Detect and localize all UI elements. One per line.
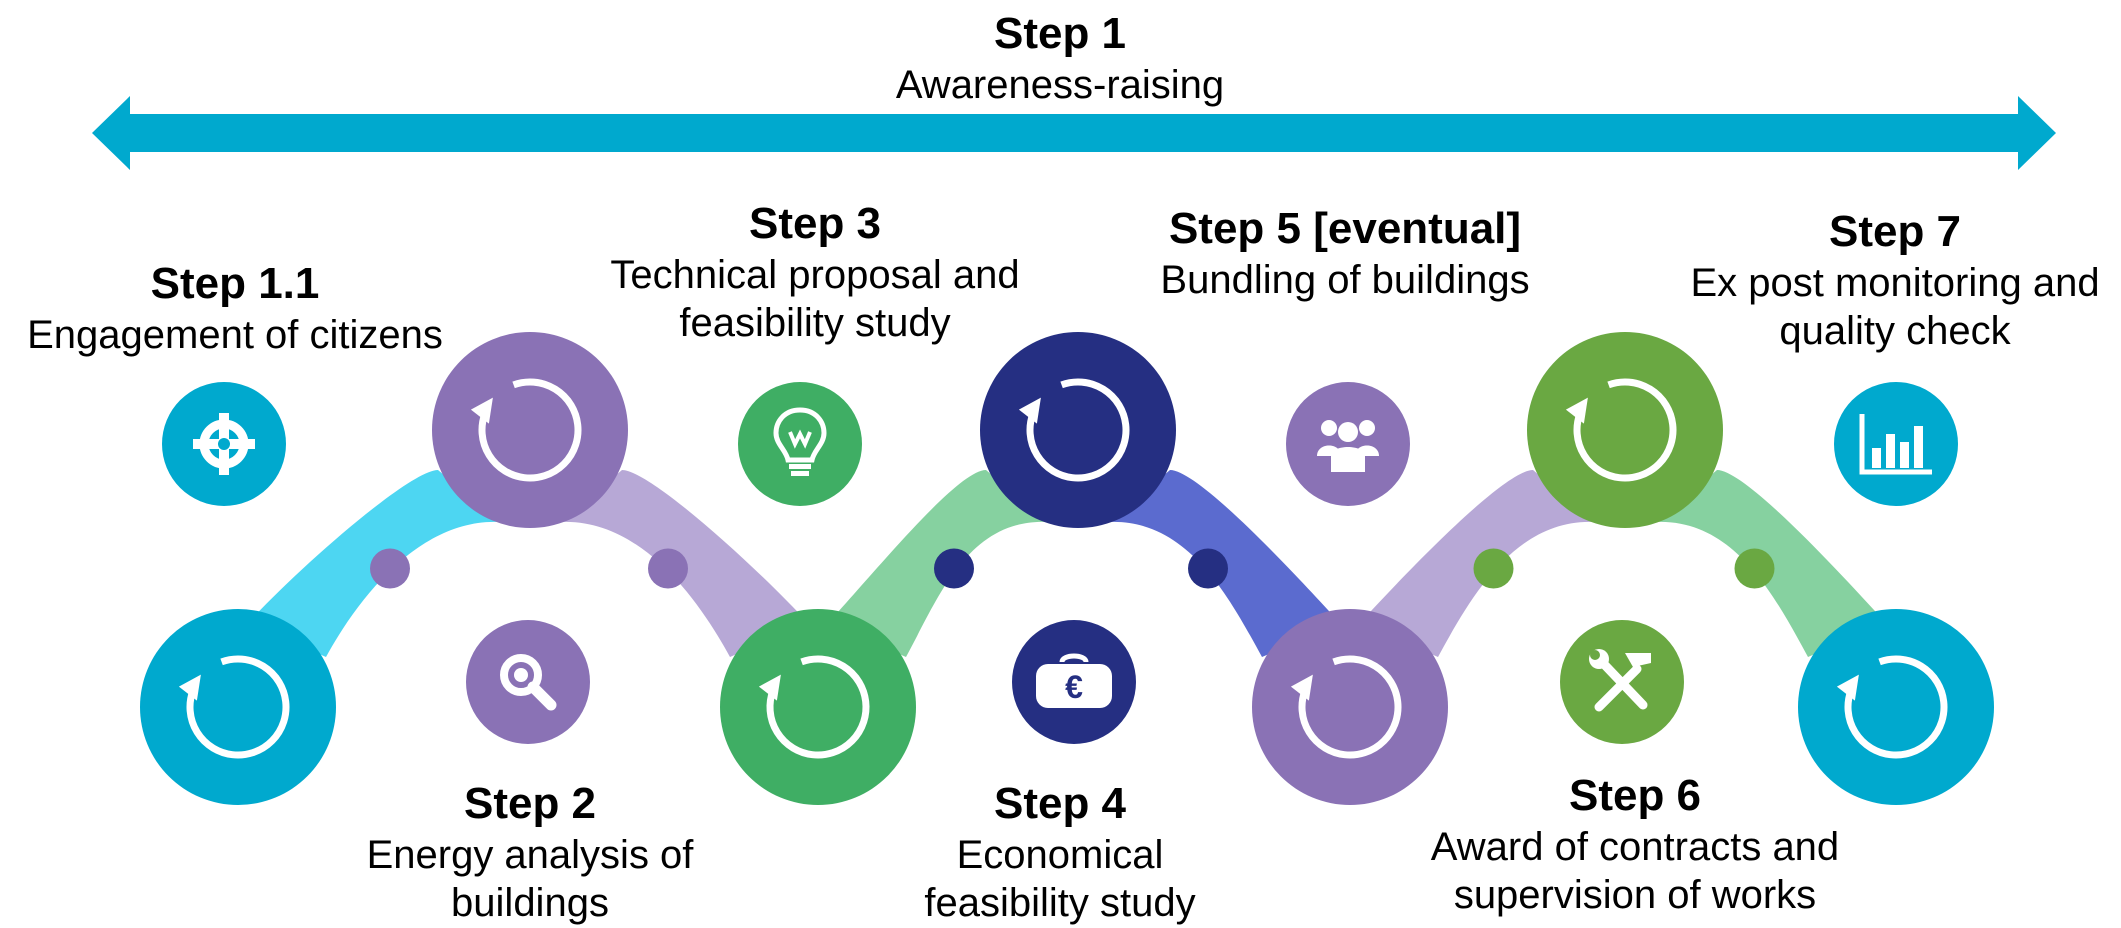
cycle-circle <box>140 609 336 805</box>
group-icon <box>1286 382 1410 506</box>
step-desc-line: feasibility study <box>679 300 951 345</box>
joint-dot <box>1188 548 1228 589</box>
cycle-node <box>140 609 336 805</box>
cycle-node <box>1527 332 1723 528</box>
magnifier-icon <box>466 620 590 744</box>
step-title: Step 6 <box>1568 771 1702 820</box>
cycle-node <box>1252 609 1448 805</box>
cycle-circle <box>432 332 628 528</box>
cycle-arrow-icon <box>186 655 290 759</box>
cycle-arrow-icon <box>1844 655 1948 759</box>
joint-dot <box>370 548 410 589</box>
header-subtitle: Awareness-raising <box>895 62 1225 107</box>
header-label: Step 1 Awareness-raising <box>860 8 1260 109</box>
step-title: Step 7 <box>1828 207 1962 256</box>
cycle-arrow-icon <box>478 378 582 482</box>
cycle-arrow-icon <box>1298 655 1402 759</box>
tools-icon <box>1560 620 1684 744</box>
joint-dot <box>648 548 688 589</box>
cycle-arrowhead-icon <box>1290 674 1313 701</box>
cycle-circle <box>1798 609 1994 805</box>
awareness-arrow <box>92 96 2056 170</box>
step-title: Step 1.1 <box>150 259 320 308</box>
step-label-6: Step 6 Award of contracts and supervisio… <box>1400 770 1870 919</box>
step-desc-line: buildings <box>451 880 609 925</box>
step-desc-line: Ex post monitoring and <box>1690 260 2100 305</box>
cycle-arrowhead-icon <box>1836 674 1859 701</box>
target-icon <box>162 382 286 506</box>
lightbulb-icon <box>738 382 862 506</box>
cycle-arrowhead-icon <box>1565 397 1588 424</box>
cycle-circle <box>1252 609 1448 805</box>
step-desc-line: Bundling of buildings <box>1160 257 1530 302</box>
step-label-2: Step 2 Energy analysis of buildings <box>340 778 720 927</box>
cycle-circle <box>1527 332 1723 528</box>
cycle-node <box>432 332 628 528</box>
joint-dot <box>1734 548 1775 589</box>
bar-chart-icon <box>1834 382 1958 506</box>
joint-dot <box>1473 548 1514 589</box>
step-label-5: Step 5 [eventual] Bundling of buildings <box>1110 203 1580 304</box>
step-title: Step 3 <box>748 199 882 248</box>
cycle-arrowhead-icon <box>178 674 201 701</box>
cycle-arrow-icon <box>766 655 870 759</box>
cycle-arrowhead-icon <box>758 674 781 701</box>
cycle-arrowhead-icon <box>1018 397 1041 424</box>
cycle-node <box>1798 609 1994 805</box>
step-desc-line: quality check <box>1779 308 2011 353</box>
header-title: Step 1 <box>993 9 1127 58</box>
step-desc-line: Economical <box>956 832 1164 877</box>
step-label-1-1: Step 1.1 Engagement of citizens <box>0 258 470 359</box>
step-desc-line: Award of contracts and <box>1430 824 1840 869</box>
cycle-arrow-icon <box>1026 378 1130 482</box>
step-label-3: Step 3 Technical proposal and feasibilit… <box>585 198 1045 347</box>
step-desc-line: feasibility study <box>924 880 1196 925</box>
cycle-arrowhead-icon <box>470 397 493 424</box>
step-title: Step 2 <box>463 779 597 828</box>
cycle-node <box>720 609 916 805</box>
step-desc-line: Engagement of citizens <box>27 312 443 357</box>
step-label-7: Step 7 Ex post monitoring and quality ch… <box>1670 206 2120 355</box>
step-label-4: Step 4 Economical feasibility study <box>880 778 1240 927</box>
step-desc-line: Energy analysis of <box>366 832 694 877</box>
step-desc-line: supervision of works <box>1453 872 1817 917</box>
step-desc-line: Technical proposal and <box>610 252 1020 297</box>
svg-text:€: € <box>1065 669 1083 705</box>
cycle-node <box>980 332 1176 528</box>
cycle-arrow-icon <box>1573 378 1677 482</box>
joint-dot <box>934 548 974 589</box>
step-title: Step 4 <box>993 779 1127 828</box>
euro-bag-icon: € <box>1012 620 1136 744</box>
cycle-circle <box>980 332 1176 528</box>
cycle-circle <box>720 609 916 805</box>
step-title: Step 5 [eventual] <box>1168 204 1522 253</box>
